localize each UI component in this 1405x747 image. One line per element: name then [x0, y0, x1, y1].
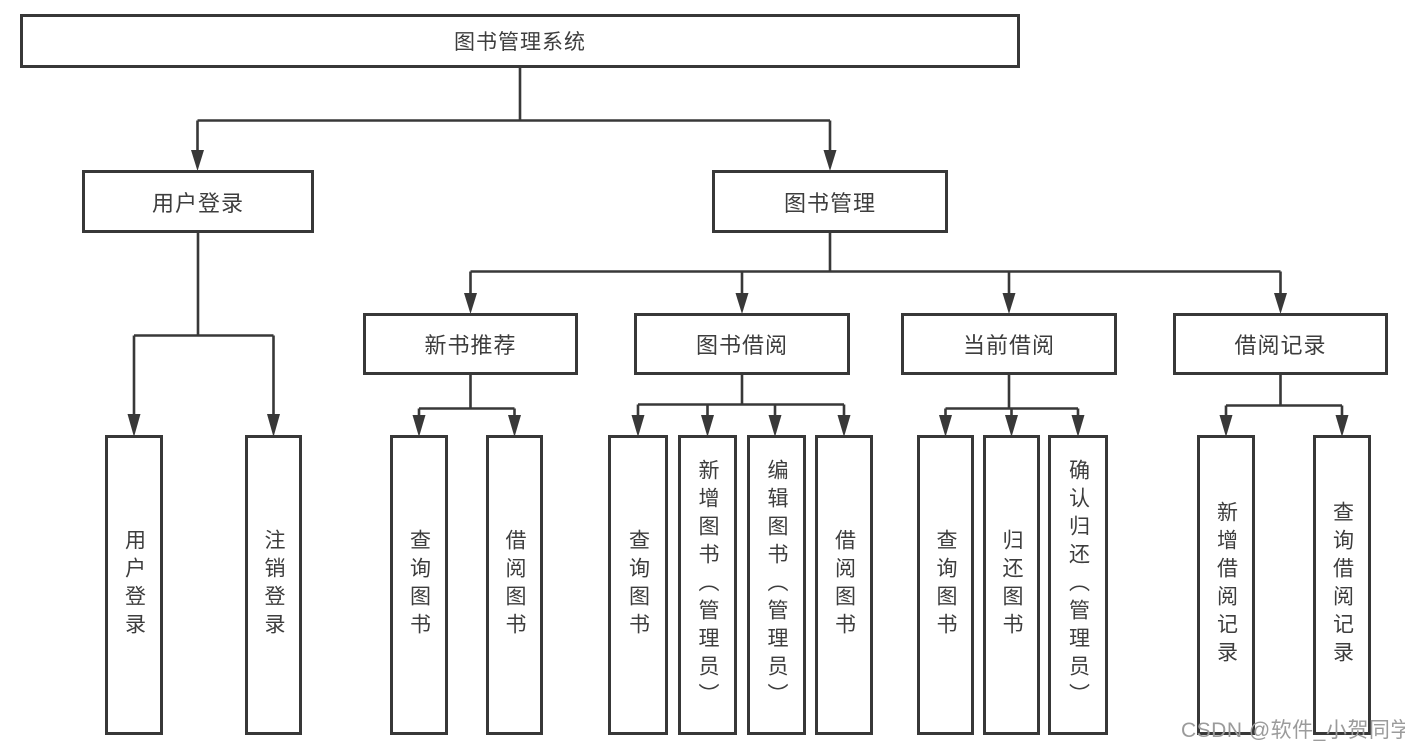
connector-records-to-leaves — [1219, 373, 1349, 437]
arrowhead-down-icon — [127, 414, 141, 437]
connector-line — [132, 231, 275, 416]
arrowhead-down-icon — [412, 415, 426, 437]
arrowhead-down-icon — [939, 415, 952, 437]
leaf-records-query-record: 查询借阅记录 — [1313, 435, 1371, 735]
leaf-borrow-add-books-admin: 新增图书（管理员） — [678, 435, 737, 735]
leaf-current-query-books: 查询图书 — [917, 435, 974, 735]
connector-line — [469, 231, 1282, 295]
node-system-root: 图书管理系统 — [20, 14, 1020, 68]
arrowhead-down-icon — [701, 415, 714, 437]
leaf-newbook-borrow-books: 借阅图书 — [486, 435, 543, 735]
leaf-current-confirm-return-admin: 确认归还（管理员） — [1048, 435, 1108, 735]
arrowhead-down-icon — [1005, 415, 1018, 437]
leaf-logout: 注销登录 — [245, 435, 302, 735]
csdn-watermark: CSDN @软件_小贺同学 — [1181, 719, 1405, 742]
arrowhead-down-icon — [837, 415, 851, 437]
arrowhead-down-icon — [1002, 293, 1016, 314]
connector-current-to-leaves — [939, 373, 1085, 437]
node-new-book-recommend: 新书推荐 — [363, 313, 578, 375]
connector-newbook-to-leaves — [412, 373, 521, 437]
arrowhead-down-icon — [768, 415, 782, 437]
connector-borrow-to-leaves — [631, 373, 851, 437]
leaf-borrow-edit-books-admin: 编辑图书（管理员） — [747, 435, 806, 735]
connector-userlogin-to-leaves — [127, 231, 280, 437]
arrowhead-down-icon — [823, 150, 837, 171]
arrowhead-down-icon — [735, 293, 749, 314]
leaf-newbook-query-books: 查询图书 — [390, 435, 448, 735]
connector-root-to-level2 — [191, 66, 837, 171]
leaf-current-return-books: 归还图书 — [983, 435, 1040, 735]
connector-line — [944, 373, 1080, 419]
arrowhead-down-icon — [631, 415, 645, 437]
connector-line — [1224, 373, 1344, 419]
arrowhead-down-icon — [1274, 293, 1287, 314]
arrowhead-down-icon — [1335, 415, 1349, 437]
node-book-management: 图书管理 — [712, 170, 948, 233]
arrowhead-down-icon — [1219, 415, 1233, 437]
leaf-records-add-record: 新增借阅记录 — [1197, 435, 1255, 735]
connector-line — [196, 66, 832, 152]
arrowhead-down-icon — [508, 415, 521, 437]
node-current-borrow: 当前借阅 — [901, 313, 1117, 375]
leaf-user-login: 用户登录 — [105, 435, 163, 735]
node-user-login: 用户登录 — [82, 170, 314, 233]
connector-line — [636, 373, 846, 419]
leaf-borrow-borrow-books: 借阅图书 — [815, 435, 873, 735]
arrowhead-down-icon — [191, 150, 204, 171]
leaf-borrow-query-books: 查询图书 — [608, 435, 668, 735]
arrowhead-down-icon — [1071, 415, 1085, 437]
arrowhead-down-icon — [464, 293, 477, 314]
connector-bookmgmt-to-level3 — [464, 231, 1287, 314]
connector-line — [417, 373, 516, 419]
node-book-borrow: 图书借阅 — [634, 313, 850, 375]
node-borrow-records: 借阅记录 — [1173, 313, 1388, 375]
arrowhead-down-icon — [267, 414, 280, 437]
